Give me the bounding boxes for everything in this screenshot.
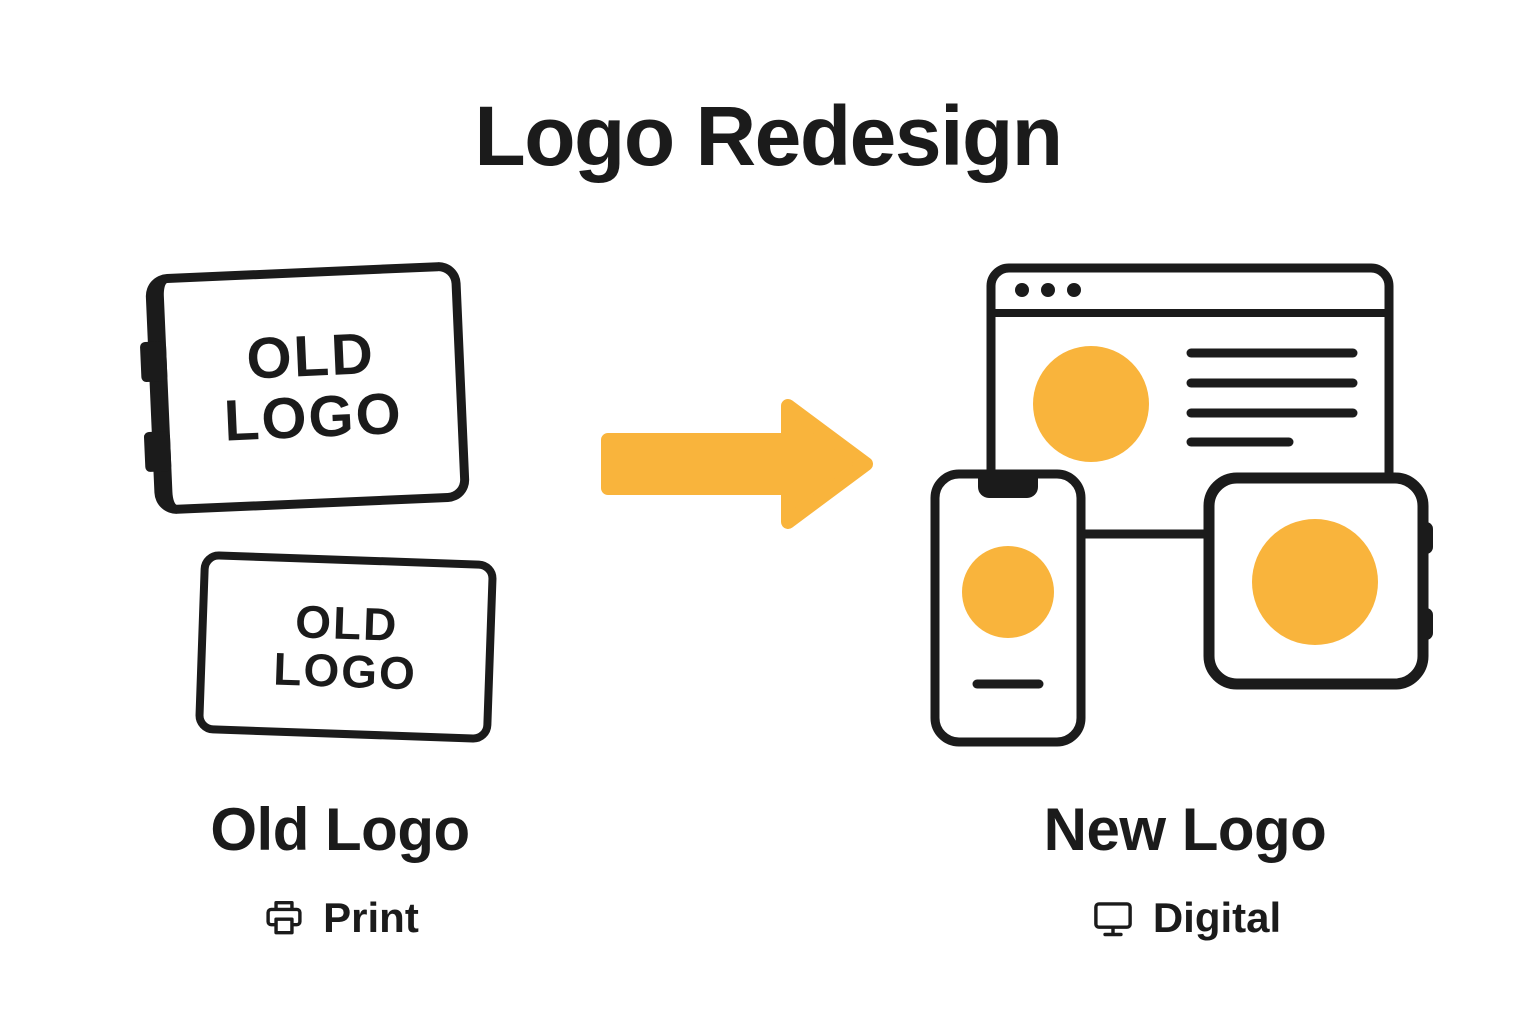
- old-logo-text-line2: LOGO: [222, 380, 405, 454]
- old-logo-medium-row: Print: [90, 894, 590, 942]
- browser-window-dot: [1015, 283, 1029, 297]
- arrow-right-icon: [601, 399, 873, 529]
- browser-window-dot: [1067, 283, 1081, 297]
- page-title: Logo Redesign: [474, 89, 1063, 183]
- old-logo-card-small: OLD LOGO: [194, 550, 498, 744]
- new-logo-medium-row: Digital: [940, 894, 1430, 942]
- browser-window-illustration: [986, 263, 1394, 539]
- sign-mount-tab: [143, 431, 172, 473]
- new-logo-mark: [1252, 519, 1378, 645]
- print-label: Print: [323, 894, 419, 941]
- old-logo-caption: Old Logo Print: [90, 795, 590, 942]
- browser-window-dot: [1041, 283, 1055, 297]
- phone-illustration: [930, 469, 1086, 747]
- printer-icon: [266, 901, 302, 935]
- new-logo-mark: [1033, 346, 1149, 462]
- phone-notch: [978, 478, 1038, 498]
- old-logo-text-line2: LOGO: [272, 642, 418, 700]
- sign-mount-tab: [139, 341, 168, 383]
- new-logo-caption: New Logo Digital: [940, 795, 1430, 942]
- new-logo-mark: [962, 546, 1054, 638]
- old-logo-sign-large: OLD LOGO: [139, 261, 471, 515]
- new-logo-label: New Logo: [1043, 796, 1327, 863]
- text-placeholder-lines: [1186, 348, 1358, 447]
- old-logo-text-line1: OLD: [294, 594, 400, 651]
- old-logo-text-line1: OLD: [245, 321, 377, 392]
- digital-label: Digital: [1152, 894, 1282, 941]
- old-logo-label: Old Logo: [210, 796, 470, 863]
- tablet-illustration: [1203, 472, 1433, 690]
- monitor-icon: [1094, 902, 1132, 937]
- new-logo-devices-illustration: [930, 263, 1433, 747]
